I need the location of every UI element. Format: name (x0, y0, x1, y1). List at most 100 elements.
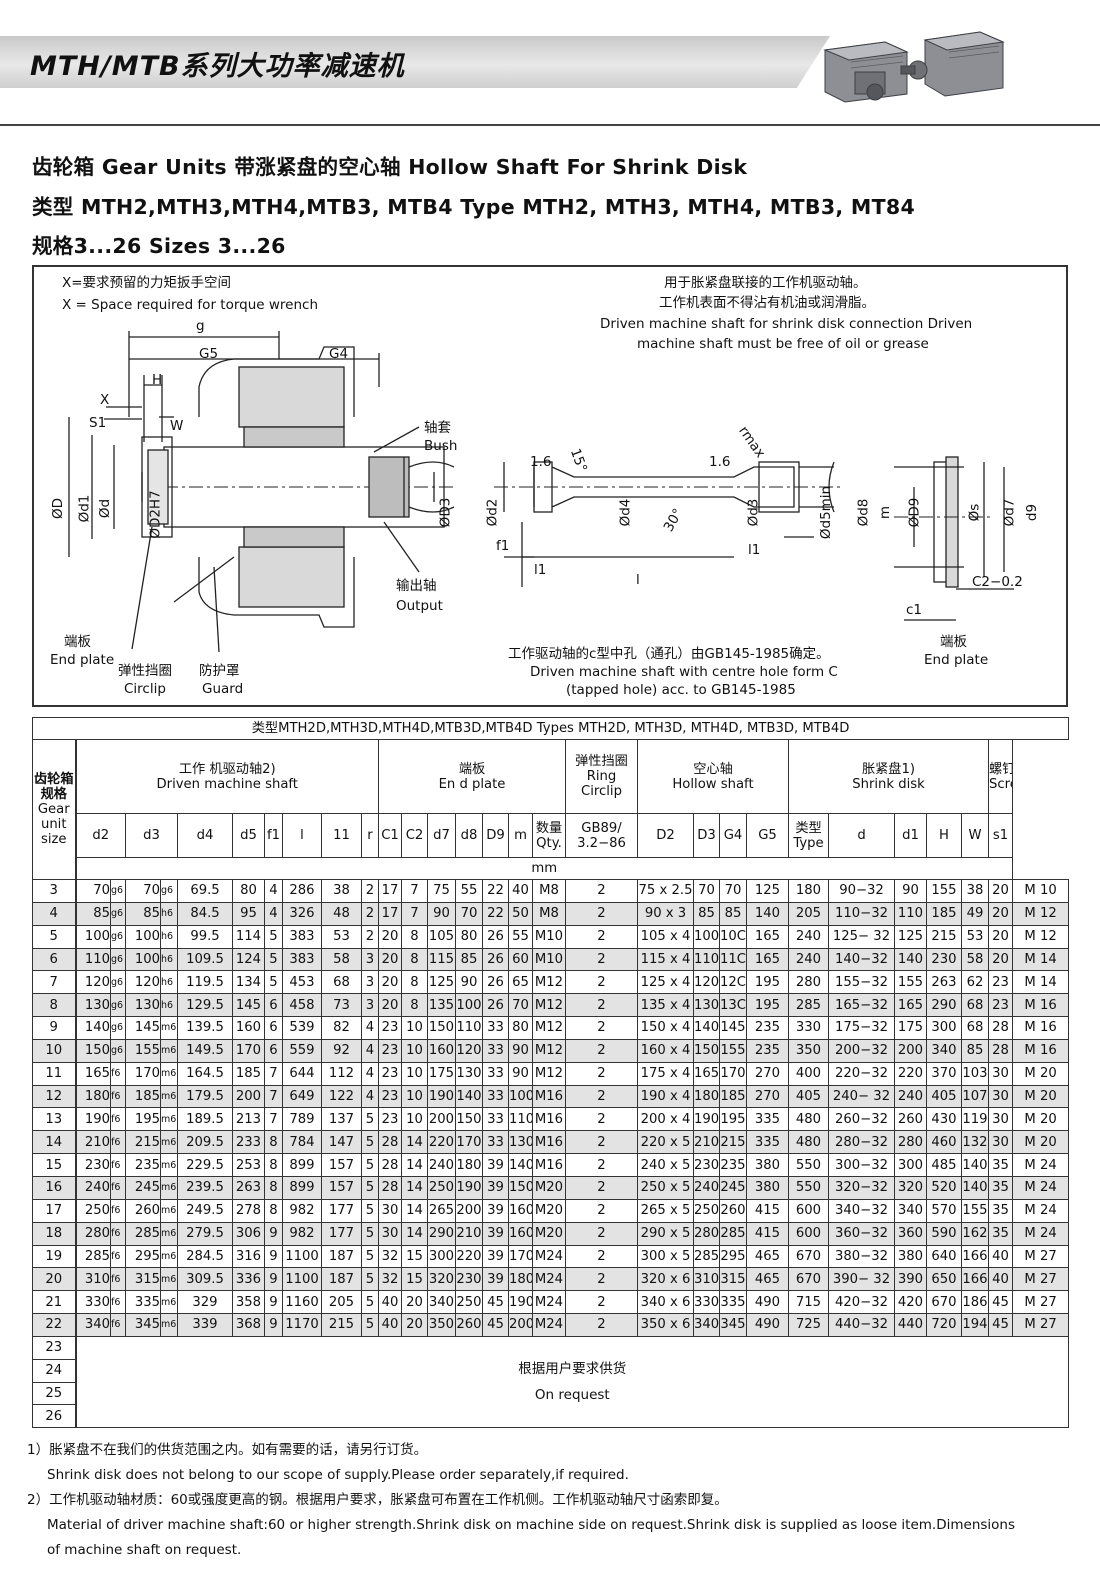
table-cell: M12 (532, 1016, 566, 1040)
table-cell: 80 (455, 924, 483, 949)
dim-g: g (196, 318, 205, 334)
table-cell: M10 (532, 947, 566, 972)
table-cell: 120 (455, 1038, 483, 1063)
table-cell: 20 (988, 879, 1013, 903)
table-cell: 383 (282, 924, 322, 949)
heading-gear-units: 齿轮箱 Gear Units 带涨紧盘的空心轴 Hollow Shaft For… (32, 155, 748, 179)
table-cell: 280 (75, 1221, 111, 1246)
table-cell: 220−32 (828, 1061, 895, 1086)
table-cell: 20 (401, 1290, 428, 1315)
table-cell: 345 (125, 1313, 161, 1337)
table-cell: h6 (160, 970, 178, 995)
table-cell: 40 (988, 1267, 1013, 1292)
table-cell: 185 (719, 1084, 747, 1109)
table-cell: 5 (361, 1175, 379, 1200)
table-cell: 4 (361, 1016, 379, 1040)
table-cell: 316 (232, 1244, 265, 1269)
table-cell: 16 (32, 1175, 77, 1200)
table-cell: 5 (361, 1107, 379, 1132)
table-cell: 68 (961, 1016, 989, 1040)
table-cell: 100 (75, 924, 111, 949)
table-cell: g6 (110, 924, 126, 949)
table-cell: f6 (110, 1061, 126, 1086)
table-cell: 179.5 (177, 1084, 233, 1109)
table-cell: 280 (788, 970, 829, 995)
heading-sizes: 规格3...26 Sizes 3...26 (32, 234, 286, 258)
table-cell: 329 (177, 1290, 233, 1315)
table-cell: 80 (232, 879, 265, 903)
dim-d9: d9 (1024, 503, 1041, 522)
table-cell: 2 (361, 879, 379, 903)
table-cell: 2 (565, 1084, 638, 1109)
table-cell: 465 (746, 1244, 789, 1269)
table-cell: 260 (125, 1198, 161, 1223)
table-cell: 149.5 (177, 1038, 233, 1063)
table-cell: 982 (282, 1198, 322, 1223)
table-cell: 485 (926, 1153, 962, 1177)
table-cell: 180 (693, 1084, 720, 1109)
dim-w: W (170, 418, 184, 434)
table-cell: 22 (482, 901, 509, 926)
table-cell: 8 (264, 1130, 283, 1155)
table-cell: 5 (361, 1198, 379, 1223)
table-cell: 3 (361, 947, 379, 972)
table-cell: 20 (988, 901, 1013, 926)
table-cell: 39 (482, 1267, 509, 1292)
table-cell: 5 (264, 970, 283, 995)
table-cell: 185 (926, 901, 962, 926)
table-cell: 5 (361, 1221, 379, 1246)
table-cell: 147 (321, 1130, 362, 1155)
table-cell: 215 (926, 924, 962, 949)
table-cell: 6 (264, 1016, 283, 1040)
table-cell: 55 (455, 879, 483, 903)
table-cell: 20 (378, 924, 402, 949)
col-r: r (361, 813, 379, 858)
table-cell: 350 (788, 1038, 829, 1063)
page-title: MTH/MTB系列大功率减速机 (30, 51, 405, 82)
table-cell: 7 (401, 879, 428, 903)
table-cell: 5 (361, 1290, 379, 1315)
table-cell: 240 (75, 1175, 111, 1200)
table-cell: 170 (232, 1038, 265, 1063)
table-cell: 7 (264, 1061, 283, 1086)
table-cell: 180 (75, 1084, 111, 1109)
table-cell: M20 (532, 1198, 566, 1223)
table-cell: 38 (321, 879, 362, 903)
table-cell: M 27 (1011, 1244, 1070, 1269)
table-cell: 2 (565, 901, 638, 926)
table-cell: M16 (532, 1084, 566, 1109)
table-cell: 190 (427, 1084, 456, 1109)
table-cell: 2 (565, 1130, 638, 1155)
table-cell: 200−32 (828, 1038, 895, 1063)
table-cell: 220 (427, 1130, 456, 1155)
table-cell: 85 (75, 901, 111, 926)
table-cell: 210 (75, 1130, 111, 1155)
table-cell: 165 (693, 1061, 720, 1086)
table-cell: 460 (926, 1130, 962, 1155)
bush-label-cn: 轴套 (424, 420, 451, 436)
table-cell: 210 (455, 1221, 483, 1246)
dim-h: H (152, 372, 163, 388)
table-cell: 10 (401, 1038, 428, 1063)
table-cell: 110 (508, 1107, 533, 1132)
table-cell: 245 (719, 1175, 747, 1200)
table-cell: 270 (746, 1061, 789, 1086)
table-cell: 340 (75, 1313, 111, 1337)
table-cell: 122 (321, 1084, 362, 1109)
table-cell: 157 (321, 1175, 362, 1200)
table-cell: 190 (508, 1290, 533, 1315)
table-cell: 240 (693, 1175, 720, 1200)
on-request-cn: 根据用户要求供货 (518, 1361, 627, 1378)
table-cell: 1160 (282, 1290, 322, 1315)
table-cell: 30 (988, 1107, 1013, 1132)
table-cell: h6 (160, 947, 178, 972)
table-cell: 119 (961, 1107, 989, 1132)
table-cell: 150 (75, 1038, 111, 1063)
table-cell: 95 (232, 901, 265, 926)
table-cell: 119.5 (177, 970, 233, 995)
table-row: 26 (32, 1404, 1069, 1429)
table-cell: 300−32 (828, 1153, 895, 1177)
